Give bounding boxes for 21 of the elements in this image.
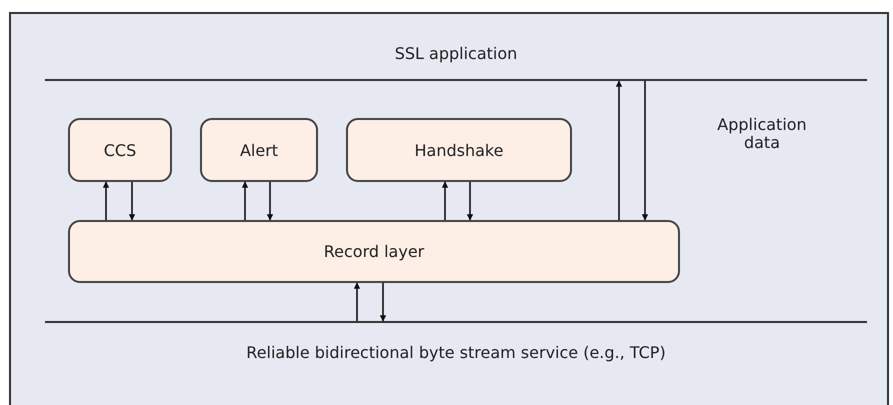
arrow xyxy=(128,182,136,221)
arrow xyxy=(242,181,248,220)
arrow xyxy=(380,283,386,322)
arrow xyxy=(616,80,622,220)
arrow xyxy=(466,182,474,221)
node-label: CCS xyxy=(104,140,136,160)
arrow xyxy=(266,182,274,221)
node-label: Record layer xyxy=(324,242,424,261)
arrow xyxy=(354,282,360,321)
process-box xyxy=(68,220,680,283)
process-box xyxy=(68,118,172,182)
node-label: SSL application xyxy=(394,44,518,63)
node-label: Handshake xyxy=(414,140,504,160)
node-label: Reliable bidirectional byte stream service (e.g., TCP) xyxy=(246,342,666,362)
process-box xyxy=(200,118,318,182)
arrow xyxy=(102,181,110,220)
process-box xyxy=(346,118,572,182)
arrow xyxy=(642,81,648,221)
annotation-text: Application data xyxy=(716,116,808,152)
node-label: Alert xyxy=(240,140,278,160)
arrow xyxy=(442,181,448,220)
